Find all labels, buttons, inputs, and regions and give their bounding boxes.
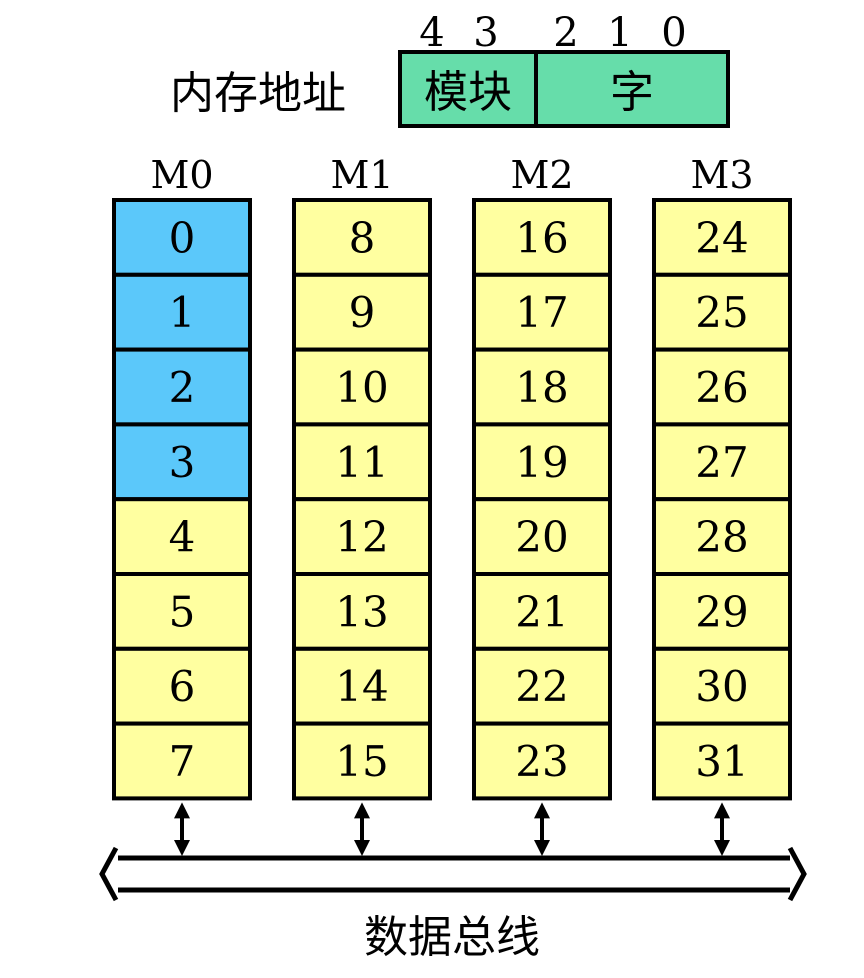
memory-cell-address: 17	[515, 288, 568, 337]
memory-cell-address: 8	[349, 213, 376, 262]
memory-cell	[292, 721, 432, 801]
memory-cell-address: 12	[335, 513, 388, 562]
memory-cell-address: 3	[169, 438, 196, 487]
memory-cell-address: 11	[335, 438, 388, 487]
memory-cell-address: 28	[695, 513, 748, 562]
memory-cell-address: 18	[515, 363, 568, 412]
memory-cell-address: 9	[349, 288, 376, 337]
memory-cell	[292, 646, 432, 726]
memory-cell-address: 24	[695, 213, 748, 262]
address-field-module-label: 模块	[424, 67, 512, 118]
bit-number: 4	[419, 10, 444, 56]
bit-number: 3	[473, 10, 498, 56]
memory-cell	[292, 572, 432, 651]
memory-cell-address: 30	[695, 662, 748, 711]
memory-cell-address: 20	[515, 513, 568, 562]
module-label: M3	[690, 153, 753, 197]
memory-cell	[472, 198, 612, 277]
memory-cell	[472, 721, 612, 801]
memory-cell-address: 19	[515, 438, 568, 487]
memory-modules: M001234567M189101112131415M2161718192021…	[112, 153, 792, 801]
memory-cell	[112, 422, 252, 502]
memory-cell-address: 1	[169, 288, 196, 337]
memory-cell	[652, 721, 792, 801]
data-bus	[99, 846, 807, 902]
bus-right-chevron	[787, 846, 807, 902]
bus-left-chevron	[99, 846, 119, 902]
arrow-head-up-icon	[714, 802, 730, 819]
memory-cell	[292, 272, 432, 352]
memory-cell-address: 4	[169, 513, 196, 562]
memory-cell	[652, 347, 792, 427]
memory-cell-address: 22	[515, 662, 568, 711]
arrow-head-up-icon	[534, 802, 550, 819]
memory-cell	[292, 422, 432, 502]
bit-number: 2	[553, 10, 578, 56]
memory-cell-address: 14	[335, 662, 388, 711]
module-label: M2	[510, 153, 573, 197]
memory-cell-address: 25	[695, 288, 748, 337]
memory-cell	[472, 422, 612, 502]
address-field-word-label: 字	[610, 67, 654, 118]
memory-cell-address: 13	[335, 587, 388, 636]
arrow-head-down-icon	[534, 840, 550, 856]
memory-cell-address: 10	[335, 363, 388, 412]
memory-cell	[652, 646, 792, 726]
memory-cell	[112, 572, 252, 651]
memory-cell-address: 31	[695, 737, 748, 786]
memory-cell	[472, 572, 612, 651]
memory-cell	[292, 198, 432, 277]
memory-cell	[652, 422, 792, 502]
memory-cell-address: 2	[169, 363, 196, 412]
module-label: M1	[330, 153, 393, 197]
memory-cell-address: 29	[695, 587, 748, 636]
memory-cell	[112, 721, 252, 801]
arrow-head-up-icon	[354, 802, 370, 819]
module-label: M0	[150, 153, 213, 197]
memory-cell-address: 15	[335, 737, 388, 786]
memory-cell-address: 5	[169, 587, 196, 636]
memory-cell	[472, 347, 612, 427]
memory-cell-address: 7	[169, 737, 196, 786]
memory-cell	[472, 272, 612, 352]
arrow-head-down-icon	[174, 840, 190, 856]
address-field-module	[398, 50, 538, 128]
bus-label: 数据总线	[364, 912, 540, 963]
arrow-head-down-icon	[354, 840, 370, 856]
address-field-word	[534, 50, 730, 128]
memory-cell	[112, 272, 252, 352]
memory-cell-address: 6	[169, 662, 196, 711]
memory-cell-address: 27	[695, 438, 748, 487]
memory-cell-address: 0	[169, 213, 196, 262]
memory-cell-address: 21	[515, 587, 568, 636]
memory-cell-address: 23	[515, 737, 568, 786]
bit-number: 1	[607, 10, 632, 56]
memory-cell	[652, 198, 792, 277]
arrow-head-up-icon	[174, 802, 190, 819]
address-label: 内存地址	[170, 68, 346, 119]
memory-cell-address: 26	[695, 363, 748, 412]
memory-cell-address: 16	[515, 213, 568, 262]
memory-cell	[472, 497, 612, 577]
bit-number: 0	[661, 10, 686, 56]
arrow-head-down-icon	[714, 840, 730, 856]
module-bus-arrows	[174, 802, 730, 856]
memory-cell	[652, 497, 792, 577]
